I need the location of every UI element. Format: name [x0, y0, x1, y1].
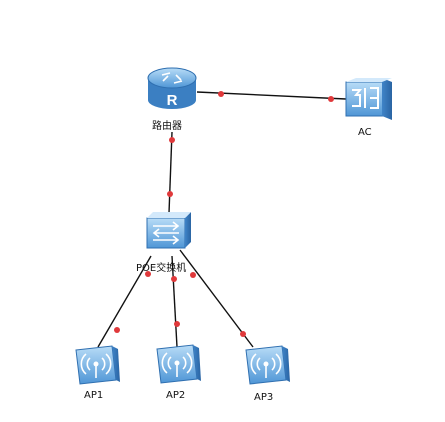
svg-text:R: R	[167, 92, 178, 109]
port-dot	[167, 191, 173, 197]
ap1-label: AP1	[84, 390, 104, 401]
port-dot	[218, 91, 224, 97]
port-dot	[171, 276, 177, 282]
link-switch-ap2	[171, 255, 178, 348]
wireless-ap-icon[interactable]	[245, 345, 290, 385]
link-switch-ap1	[97, 255, 152, 348]
router-icon[interactable]: R	[147, 67, 197, 109]
ap3-label: AP3	[254, 392, 274, 403]
link-switch-ap3	[179, 249, 254, 348]
port-dots	[114, 91, 334, 337]
poe-switch-label: POE交换机	[136, 263, 187, 274]
switch-icon[interactable]	[146, 212, 191, 249]
links	[97, 91, 347, 348]
port-dot	[145, 271, 151, 277]
ap2-label: AP2	[166, 390, 186, 401]
port-dot	[114, 327, 120, 333]
port-dot	[240, 331, 246, 337]
ac-label: AC	[358, 127, 372, 138]
port-dot	[328, 96, 334, 102]
wireless-ap-icon[interactable]	[156, 344, 201, 384]
port-dot	[169, 137, 175, 143]
router-label: 路由器	[152, 121, 182, 132]
access-controller-icon[interactable]	[345, 78, 392, 120]
wireless-ap-icon[interactable]	[75, 345, 120, 385]
link-router-switch	[168, 131, 173, 214]
port-dot	[174, 321, 180, 327]
port-dot	[190, 272, 196, 278]
